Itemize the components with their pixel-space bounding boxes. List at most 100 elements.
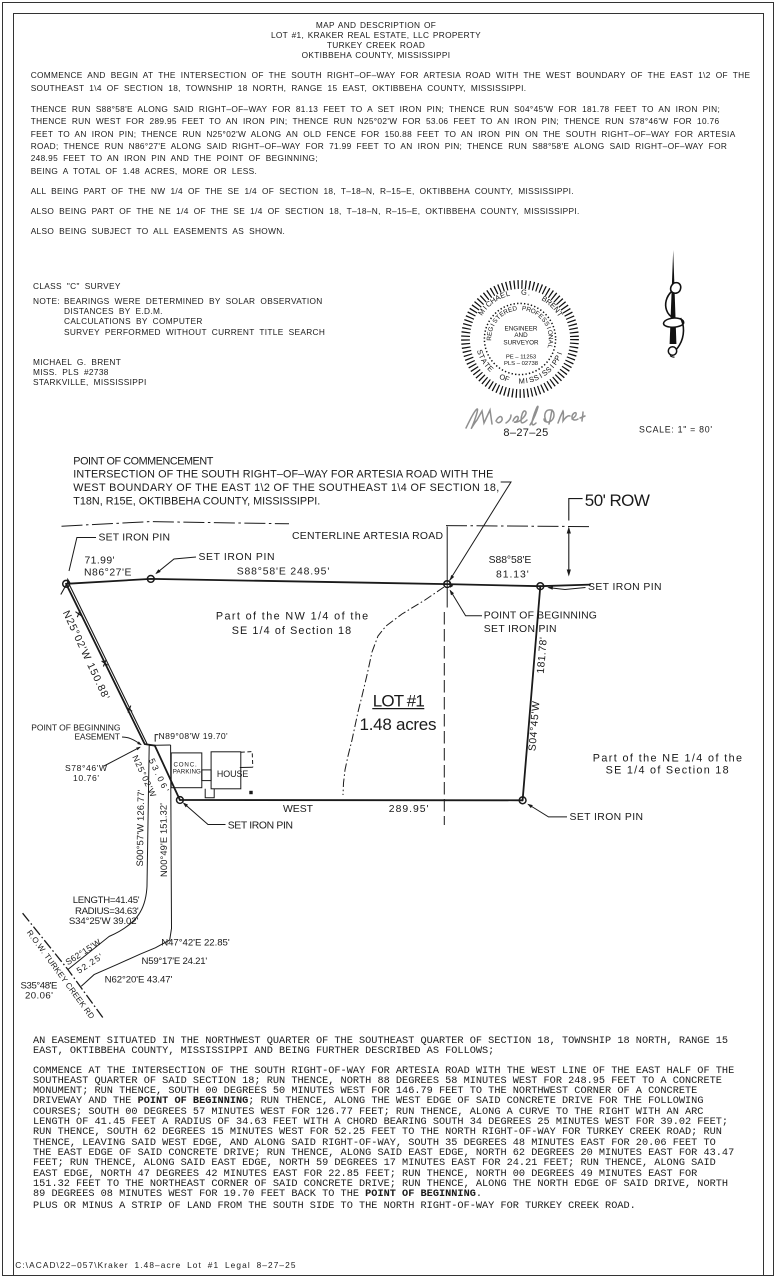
- svg-text:LOT #1: LOT #1: [373, 691, 425, 710]
- svg-text:C: C: [484, 298, 494, 309]
- svg-text:E: E: [507, 306, 513, 314]
- svg-text:R: R: [502, 308, 510, 317]
- svg-text:E: E: [486, 331, 494, 336]
- svg-text:SURVEYOR: SURVEYOR: [503, 339, 539, 346]
- svg-text:10.76': 10.76': [73, 773, 99, 783]
- svg-text:50' ROW: 50' ROW: [585, 491, 650, 510]
- svg-text:P: P: [521, 305, 526, 312]
- svg-text:CONC.: CONC.: [174, 762, 197, 769]
- svg-text:Part of the NW 1/4 of the: Part of the NW 1/4 of the: [216, 610, 368, 622]
- svg-text:N: N: [547, 335, 554, 340]
- svg-text:T18N, R15E, OKTIBBEHA COUNTY,: T18N, R15E, OKTIBBEHA COUNTY, MISSISSIPP…: [73, 495, 320, 507]
- svg-text:PLS – 02738: PLS – 02738: [504, 361, 539, 367]
- svg-text:SET IRON PIN: SET IRON PIN: [588, 582, 662, 593]
- svg-text:INTERSECTION OF THE SOUTH RIGH: INTERSECTION OF THE SOUTH RIGHT–OF–WAY F…: [73, 469, 493, 481]
- svg-text:N47°42'E 22.85': N47°42'E 22.85': [161, 938, 230, 949]
- svg-text:20.06': 20.06': [25, 991, 53, 1002]
- svg-text:I: I: [545, 326, 552, 330]
- svg-text:81.13': 81.13': [496, 570, 529, 581]
- svg-text:WEST BOUNDARY OF THE EAST 1\2: WEST BOUNDARY OF THE EAST 1\2 OF THE SOU…: [73, 482, 499, 494]
- svg-text:SE 1/4 of Section 18: SE 1/4 of Section 18: [606, 765, 729, 777]
- svg-text:P: P: [550, 358, 560, 367]
- svg-text:POINT OF BEGINNING: POINT OF BEGINNING: [31, 722, 120, 732]
- svg-text:B: B: [540, 294, 549, 304]
- svg-text:M: M: [476, 307, 487, 317]
- svg-text:I: I: [555, 351, 564, 356]
- svg-text:SET IRON PIN: SET IRON PIN: [199, 552, 275, 563]
- svg-text:SET IRON PIN: SET IRON PIN: [570, 812, 644, 823]
- svg-text:S: S: [540, 368, 549, 378]
- svg-text:O: O: [529, 307, 536, 315]
- svg-text:S: S: [532, 373, 540, 383]
- svg-text:N86°27'E: N86°27'E: [84, 568, 131, 579]
- svg-text:HOUSE: HOUSE: [217, 769, 249, 779]
- svg-text:E: E: [485, 364, 495, 374]
- svg-text:Part of the NE 1/4 of the: Part of the NE 1/4 of the: [593, 752, 742, 764]
- svg-text:POINT OF BEGINNING: POINT OF BEGINNING: [484, 611, 597, 622]
- svg-text:S88°58'E 248.95': S88°58'E 248.95': [237, 566, 330, 577]
- svg-text:S: S: [542, 320, 550, 327]
- svg-text:181.78': 181.78': [536, 637, 550, 674]
- svg-text:S00°57'W 126.77': S00°57'W 126.77': [135, 789, 146, 866]
- svg-text:SET IRON PIN: SET IRON PIN: [484, 624, 557, 635]
- svg-text:M: M: [518, 376, 525, 385]
- svg-text:R: R: [525, 306, 532, 314]
- svg-text:I: I: [481, 304, 489, 312]
- svg-text:71.99': 71.99': [85, 555, 115, 566]
- svg-text:I: I: [525, 376, 528, 385]
- svg-text:LENGTH=41.45': LENGTH=41.45': [73, 895, 140, 906]
- svg-text:R: R: [486, 336, 493, 341]
- svg-text:N00°49'E 151.32': N00°49'E 151.32': [159, 803, 170, 877]
- svg-text:A: A: [546, 339, 553, 345]
- svg-text:S88°58'E: S88°58'E: [489, 555, 532, 566]
- svg-text:H: H: [488, 295, 498, 305]
- svg-text:P: P: [552, 354, 562, 363]
- svg-text:PARKING: PARKING: [173, 769, 201, 776]
- svg-text:RADIUS=34.63': RADIUS=34.63': [75, 906, 139, 917]
- svg-text:D: D: [512, 305, 518, 313]
- svg-text:I: I: [490, 323, 497, 328]
- svg-text:T: T: [495, 314, 503, 322]
- svg-text:G: G: [521, 287, 528, 296]
- svg-text:F: F: [504, 374, 512, 384]
- svg-text:POINT OF COMMENCEMENT: POINT OF COMMENCEMENT: [73, 456, 213, 468]
- svg-text:L: L: [545, 344, 553, 350]
- svg-text:N62°20'E 43.47': N62°20'E 43.47': [105, 974, 173, 985]
- svg-text:A: A: [479, 357, 489, 366]
- svg-text:SE 1/4 of Section 18: SE 1/4 of Section 18: [232, 625, 351, 637]
- svg-text:O: O: [498, 372, 507, 383]
- svg-text:S04°45'W: S04°45'W: [527, 701, 542, 752]
- svg-text:S: S: [544, 365, 554, 375]
- svg-text:I: I: [548, 362, 556, 369]
- svg-text:WEST: WEST: [283, 804, 314, 815]
- svg-text:SCALE: 1" = 80': SCALE: 1" = 80': [639, 424, 712, 434]
- svg-text:S78°46'W: S78°46'W: [65, 763, 108, 773]
- svg-text:SET IRON PIN: SET IRON PIN: [99, 533, 171, 544]
- svg-text:1.48 acres: 1.48 acres: [360, 715, 437, 734]
- svg-text:S: S: [528, 374, 535, 384]
- svg-text:S34°25'W 39.02': S34°25'W 39.02': [69, 916, 139, 927]
- svg-text:S35°48'E: S35°48'E: [21, 981, 58, 992]
- svg-text:.: .: [527, 288, 531, 297]
- svg-text:E: E: [537, 313, 545, 321]
- svg-text:R.O.W. TURKEY CREEK RD: R.O.W. TURKEY CREEK RD: [25, 928, 96, 1020]
- svg-text:A: A: [493, 293, 502, 303]
- svg-text:ENGINEER: ENGINEER: [505, 326, 538, 333]
- svg-text:PE – 11253: PE – 11253: [506, 355, 537, 361]
- svg-text:SET IRON PIN: SET IRON PIN: [228, 821, 293, 832]
- svg-text:L: L: [505, 289, 511, 299]
- svg-text:O: O: [546, 329, 554, 335]
- svg-text:N: N: [552, 305, 562, 315]
- svg-text:E: E: [498, 311, 506, 319]
- svg-text:N89°08'W 19.70': N89°08'W 19.70': [159, 731, 229, 741]
- svg-text:EASEMENT: EASEMENT: [74, 732, 120, 742]
- svg-text:E: E: [548, 301, 558, 311]
- svg-text:I: I: [538, 371, 544, 380]
- svg-text:T: T: [555, 310, 565, 319]
- svg-text:S: S: [475, 348, 485, 356]
- svg-text:AND: AND: [514, 332, 528, 339]
- svg-text:S: S: [540, 316, 548, 324]
- svg-text:289.95': 289.95': [389, 804, 429, 815]
- svg-text:E: E: [499, 290, 507, 300]
- svg-text:CENTERLINE ARTESIA ROAD: CENTERLINE ARTESIA ROAD: [292, 531, 443, 542]
